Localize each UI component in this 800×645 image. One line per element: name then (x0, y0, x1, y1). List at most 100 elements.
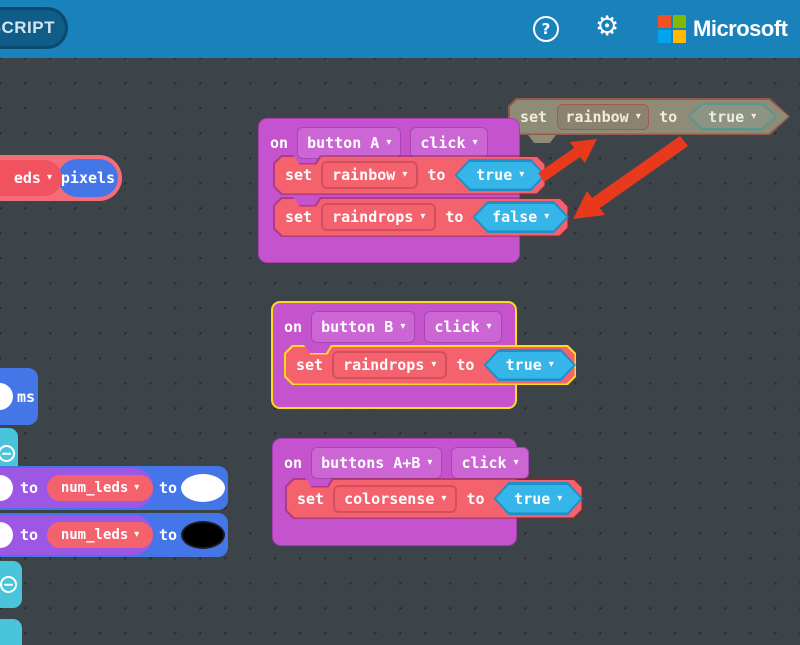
caret-down-icon: ▾ (400, 321, 406, 332)
caret-down-icon: ▾ (134, 482, 140, 493)
on-keyword: on (284, 454, 303, 472)
boolean-dropdown[interactable]: true ▾ (483, 349, 576, 381)
variable-dropdown[interactable]: raindrops ▾ (321, 203, 437, 231)
hexagon-fill (457, 162, 544, 189)
caret-down-icon: ▾ (544, 211, 550, 222)
hexagon-fill (690, 105, 775, 128)
event-dropdown-value: click (420, 134, 466, 152)
block-range-white[interactable]: to num_leds ▾ to (0, 466, 228, 510)
pixels-reporter[interactable]: pixels (58, 159, 118, 197)
to-keyword-wrap: to (159, 466, 177, 510)
annotation-arrow-up (538, 139, 597, 182)
event-dropdown[interactable]: click ▾ (410, 127, 488, 159)
to-keyword: to (20, 526, 39, 544)
caret-down-icon: ▾ (548, 359, 554, 370)
tab-javascript-label: SCRIPT (0, 18, 55, 37)
ms-square-blue (658, 30, 671, 43)
caret-down-icon: ▾ (134, 529, 140, 540)
block-on-button-a[interactable]: on button A ▾ click ▾ set rainbow ▾ (258, 118, 520, 263)
to-keyword: to (456, 356, 475, 374)
caret-down-icon: ▾ (431, 359, 437, 370)
block-set-rainbow-ghost[interactable]: set rainbow ▾ to true ▾ (508, 98, 790, 143)
range-inner: to num_leds ▾ (0, 515, 154, 555)
variable-dropdown[interactable]: colorsense ▾ (333, 484, 458, 513)
number-input[interactable] (0, 383, 13, 410)
tab-javascript[interactable]: SCRIPT (0, 7, 68, 49)
block-range-black[interactable]: to num_leds ▾ to (0, 513, 228, 557)
variable-dropdown[interactable]: num_leds ▾ (47, 475, 154, 501)
boolean-value: true (708, 107, 745, 126)
caret-down-icon: ▾ (46, 172, 52, 183)
variable-dropdown[interactable]: rainbow ▾ (321, 161, 419, 189)
ms-square-yellow (673, 30, 686, 43)
color-swatch-black[interactable] (181, 521, 225, 549)
boolean-value: false (492, 208, 538, 226)
block-set-rainbow[interactable]: set rainbow ▾ to true ▾ (273, 155, 546, 195)
set-keyword: set (285, 166, 313, 184)
color-swatch-white[interactable] (181, 474, 225, 502)
set-keyword: set (285, 208, 313, 226)
block-teal-collapsed-2[interactable] (0, 561, 22, 608)
on-keyword: on (270, 134, 289, 152)
event-dropdown-value: click (434, 318, 480, 336)
boolean-dropdown[interactable]: true ▾ (687, 103, 777, 131)
pixels-label: pixels (60, 169, 116, 187)
variable-dropdown[interactable]: raindrops ▾ (332, 351, 448, 379)
boolean-dropdown[interactable]: true ▾ (454, 159, 546, 191)
to-keyword: to (659, 107, 678, 126)
collapse-minus-icon[interactable] (0, 576, 17, 593)
caret-down-icon: ▾ (441, 492, 447, 504)
number-input[interactable] (0, 475, 13, 501)
block-workspace[interactable]: set rainbow ▾ to true ▾ on button A (0, 58, 800, 645)
button-dropdown[interactable]: button B ▾ (311, 311, 416, 343)
to-keyword: to (445, 208, 464, 226)
block-on-button-b[interactable]: on button B ▾ click ▾ set raindrops ▾ (271, 301, 517, 409)
ms-square-green (673, 15, 686, 28)
caret-down-icon: ▾ (635, 110, 641, 122)
boolean-value: true (514, 489, 551, 508)
caret-down-icon: ▾ (486, 321, 492, 332)
settings-button[interactable]: ⚙ (595, 13, 619, 40)
block-leds-pixels[interactable]: pixels eds ▾ (0, 155, 122, 201)
block-set-raindrops[interactable]: set raindrops ▾ to false ▾ (273, 197, 569, 237)
hexagon-fill (486, 352, 574, 379)
to-keyword: to (159, 479, 178, 497)
ms-square-red (658, 15, 671, 28)
help-button[interactable]: ? (533, 16, 559, 42)
help-icon: ? (541, 20, 551, 38)
header-bar: SCRIPT ? ⚙ Microsoft (0, 0, 800, 58)
boolean-value: true (476, 166, 513, 184)
button-dropdown[interactable]: button A ▾ (297, 127, 402, 159)
set-keyword: set (520, 107, 548, 126)
gear-icon: ⚙ (595, 11, 620, 42)
button-dropdown-value: buttons A+B (321, 454, 421, 472)
variable-name: rainbow (332, 166, 396, 184)
block-set-colorsense[interactable]: set colorsense ▾ to true ▾ (285, 478, 583, 519)
button-dropdown[interactable]: buttons A+B ▾ (311, 447, 443, 479)
to-keyword-wrap: to (159, 513, 177, 557)
variable-name: colorsense (344, 489, 435, 508)
variable-name: num_leds (60, 527, 129, 543)
microsoft-logo-icon (658, 15, 687, 44)
block-teal-partial[interactable] (0, 619, 22, 645)
number-input[interactable] (0, 522, 13, 548)
caret-down-icon: ▾ (427, 457, 433, 468)
event-dropdown[interactable]: click ▾ (424, 311, 502, 343)
caret-down-icon: ▾ (386, 137, 392, 148)
ghost-block-connector-tab (528, 135, 556, 143)
block-on-buttons-ab[interactable]: on buttons A+B ▾ click ▾ set colorsense (272, 438, 517, 546)
block-set-raindrops[interactable]: set raindrops ▾ to true ▾ (284, 345, 576, 385)
variable-dropdown[interactable]: num_leds ▾ (47, 522, 154, 548)
variable-dropdown[interactable]: rainbow ▾ (557, 103, 650, 130)
caret-down-icon: ▾ (402, 169, 408, 180)
leds-dropdown[interactable]: eds ▾ (0, 160, 62, 196)
block-pause-ms[interactable]: ms (0, 368, 38, 425)
event-dropdown[interactable]: click ▾ (451, 447, 529, 479)
hexagon-fill (475, 204, 567, 231)
boolean-dropdown[interactable]: true ▾ (494, 482, 584, 515)
collapse-minus-icon[interactable] (0, 445, 15, 462)
leds-dropdown-value: eds (13, 169, 41, 187)
boolean-dropdown[interactable]: false ▾ (472, 201, 569, 233)
annotation-arrow-down (573, 136, 688, 219)
caret-down-icon: ▾ (472, 137, 478, 148)
